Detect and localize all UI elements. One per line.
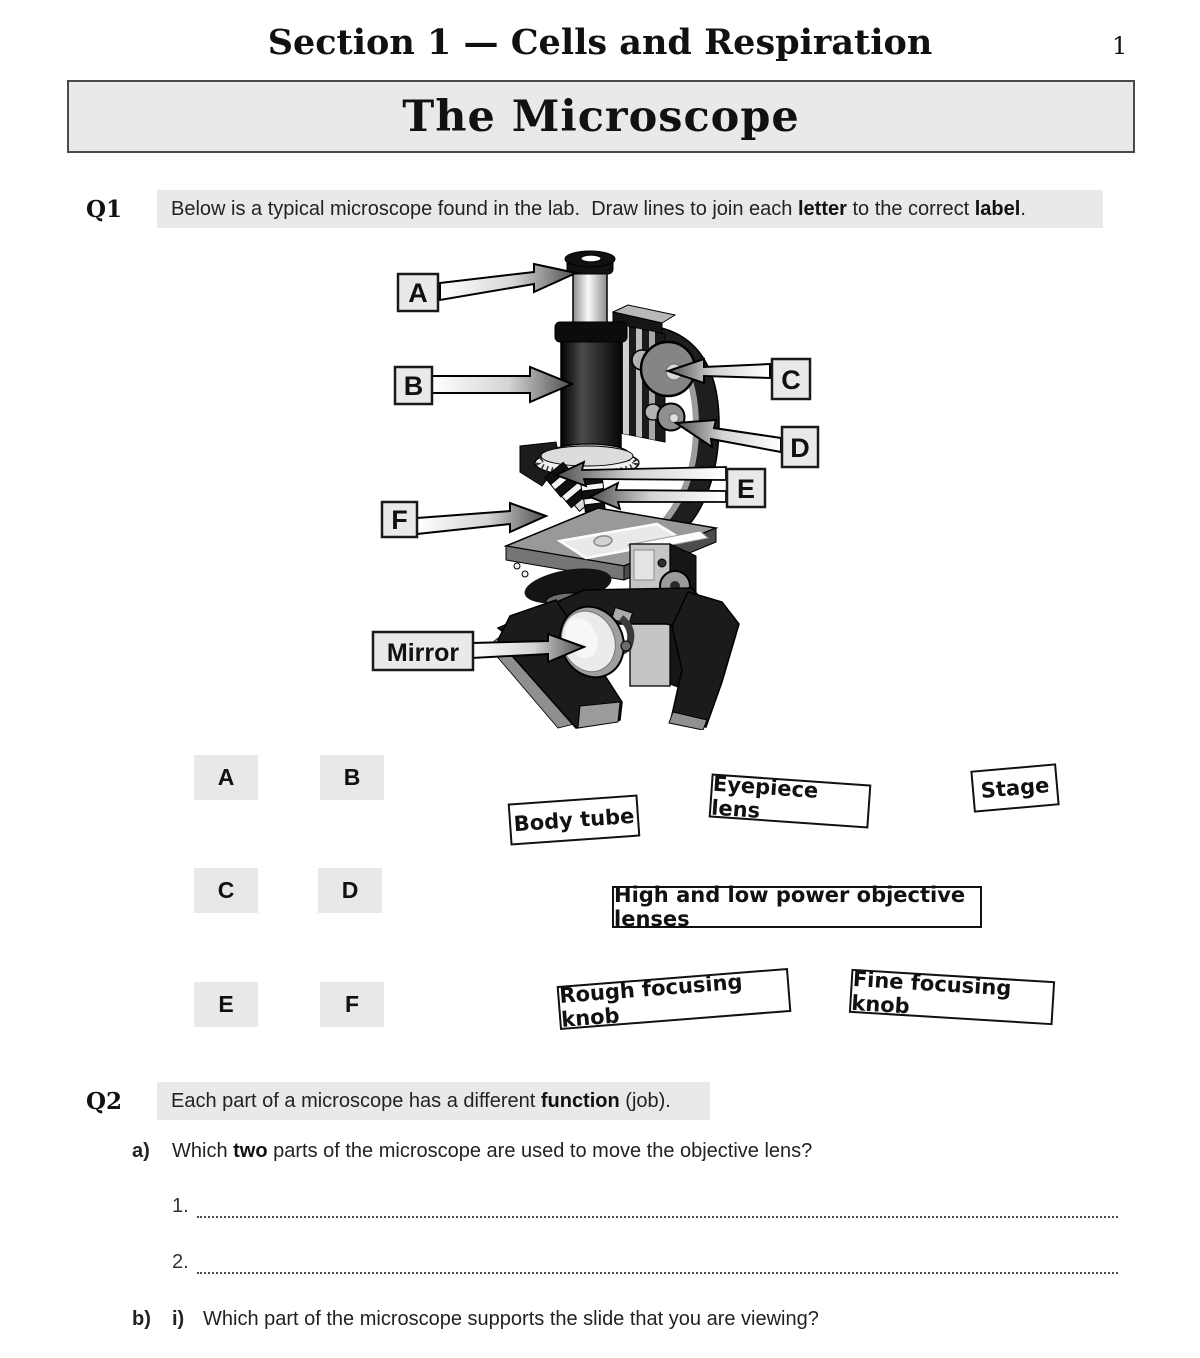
svg-text:A: A bbox=[408, 278, 428, 308]
page-title-box: The Microscope bbox=[67, 80, 1135, 153]
label-tile-fine-focusing-knob[interactable]: Fine focusing knob bbox=[848, 967, 1056, 1026]
label-tile-objective-lenses[interactable]: High and low power objective lenses bbox=[612, 883, 982, 931]
diagram-label-e: E bbox=[725, 467, 767, 509]
pointer-arrow-c bbox=[664, 357, 771, 385]
pointer-arrow-e1 bbox=[553, 460, 727, 488]
svg-text:Mirror: Mirror bbox=[387, 639, 460, 667]
svg-text:C: C bbox=[781, 365, 801, 395]
q1-number: Q1 bbox=[86, 196, 123, 223]
coarse-focus-knob-part bbox=[631, 340, 697, 398]
pointer-arrow-mirror bbox=[471, 632, 587, 664]
svg-text:F: F bbox=[391, 505, 408, 535]
label-tile-eyepiece-lens[interactable]: Eyepiece lens bbox=[708, 772, 872, 829]
svg-text:B: B bbox=[404, 371, 424, 401]
svg-text:D: D bbox=[790, 433, 810, 463]
answer-line-1[interactable]: 1. bbox=[172, 1194, 1118, 1218]
nosepiece-part bbox=[519, 441, 640, 487]
answer-line-1-dots[interactable] bbox=[196, 1196, 1118, 1218]
letter-tile-c[interactable]: C bbox=[194, 868, 258, 913]
letter-tile-f[interactable]: F bbox=[320, 982, 384, 1027]
q2bi-label: i) bbox=[172, 1308, 185, 1330]
diagram-label-c: C bbox=[770, 357, 812, 401]
page-title: The Microscope bbox=[402, 91, 800, 142]
label-tile-stage[interactable]: Stage bbox=[970, 763, 1060, 813]
answer-line-2-number: 2. bbox=[172, 1251, 189, 1273]
q2a-label: a) bbox=[132, 1140, 150, 1162]
body-tube-part bbox=[548, 321, 630, 465]
label-tile-body-tube[interactable]: Body tube bbox=[507, 794, 641, 846]
q2a-question: Which two parts of the microscope are us… bbox=[172, 1140, 813, 1162]
diagram-label-mirror: Mirror bbox=[371, 630, 475, 672]
pointer-arrow-d bbox=[673, 418, 782, 454]
pointer-arrow-a bbox=[439, 262, 580, 302]
svg-text:E: E bbox=[737, 474, 755, 504]
diagram-label-a: A bbox=[396, 272, 440, 313]
pointer-arrow-e2 bbox=[587, 481, 727, 511]
section-title: Section 1 — Cells and Respiration bbox=[267, 22, 933, 63]
fine-focus-knob-part bbox=[644, 402, 686, 432]
q2-prompt: Each part of a microscope has a differen… bbox=[157, 1082, 710, 1120]
answer-line-2-dots[interactable] bbox=[196, 1252, 1118, 1274]
letter-tile-b[interactable]: B bbox=[320, 755, 384, 800]
page-number: 1 bbox=[1112, 32, 1128, 60]
q2bi-question: Which part of the microscope supports th… bbox=[203, 1308, 819, 1330]
diagram-label-b: B bbox=[393, 365, 434, 406]
letter-tile-a[interactable]: A bbox=[194, 755, 258, 800]
answer-line-1-number: 1. bbox=[172, 1195, 189, 1217]
diagram-label-d: D bbox=[780, 425, 820, 469]
microscope-diagram: A B C D E F Mirror bbox=[371, 250, 820, 730]
pointer-arrow-b bbox=[431, 365, 575, 404]
mirror-part bbox=[559, 605, 635, 679]
q2b-label: b) bbox=[132, 1308, 151, 1330]
letter-tile-e[interactable]: E bbox=[194, 982, 258, 1027]
q2-number: Q2 bbox=[86, 1088, 123, 1115]
pointer-arrow-f bbox=[416, 501, 549, 536]
q1-prompt: Below is a typical microscope found in t… bbox=[157, 190, 1103, 228]
label-tile-rough-focusing-knob[interactable]: Rough focusing knob bbox=[556, 967, 792, 1032]
letter-tile-d[interactable]: D bbox=[318, 868, 382, 913]
diagram-label-f: F bbox=[380, 500, 419, 539]
answer-line-2[interactable]: 2. bbox=[172, 1250, 1118, 1274]
